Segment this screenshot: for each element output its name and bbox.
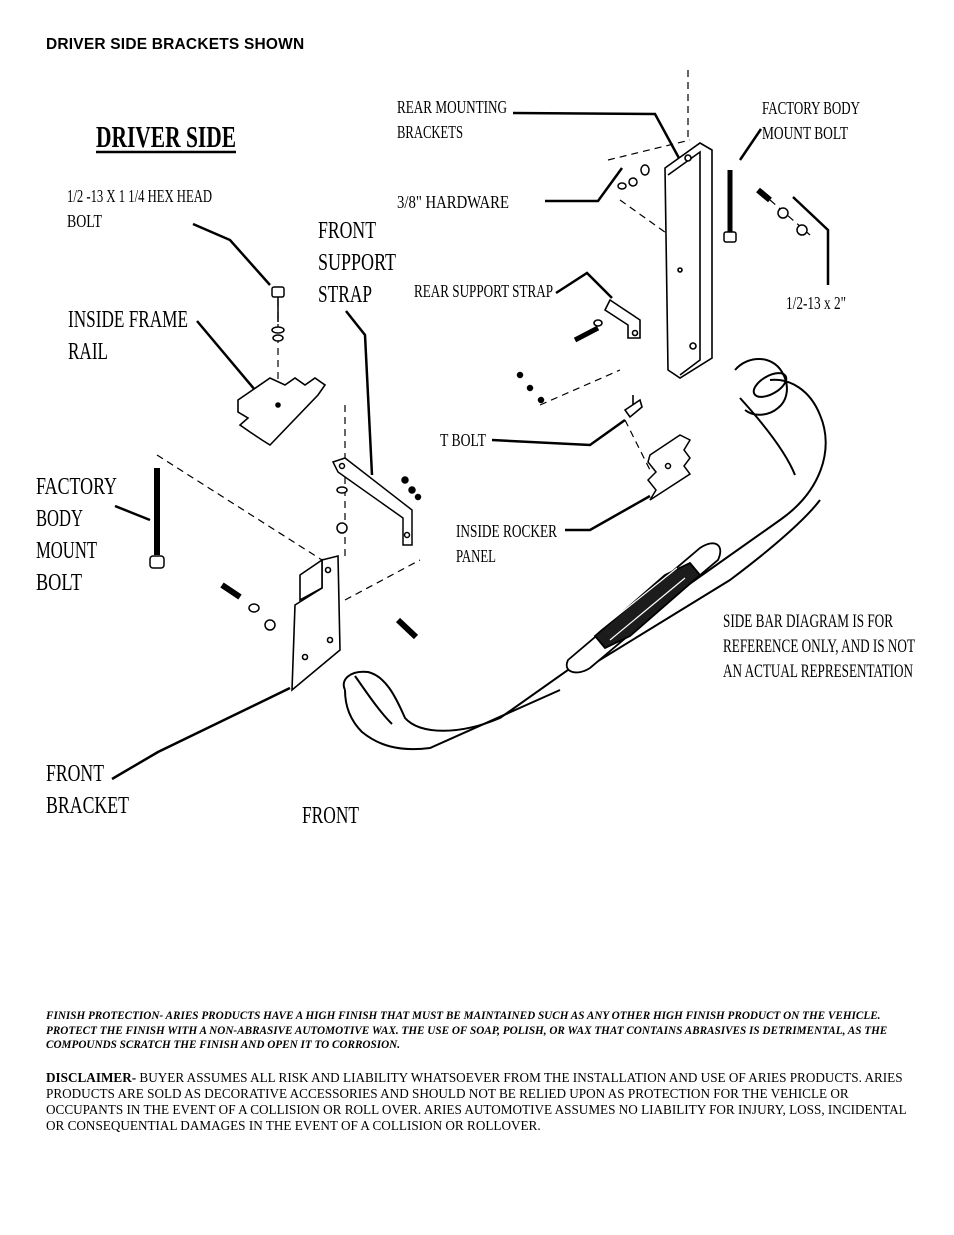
finish-protection-text: FINISH PROTECTION- ARIES PRODUCTS HAVE A… bbox=[46, 1010, 888, 1051]
label-rear-mounting-brackets-line1: REAR MOUNTING bbox=[397, 97, 507, 117]
leader-hardware bbox=[545, 167, 624, 203]
guide-right-bolt bbox=[769, 199, 811, 236]
step-pad bbox=[565, 542, 722, 674]
page-heading: DRIVER SIDE BRACKETS SHOWN bbox=[46, 36, 305, 53]
leader-hex-bolt bbox=[192, 222, 271, 286]
inside-frame-rail-part bbox=[237, 377, 327, 447]
strap-hardware bbox=[401, 476, 422, 501]
guide-front-bracket bbox=[344, 559, 421, 601]
label-factory-body-mount-bolt-line4: BOLT bbox=[36, 570, 82, 596]
note-reference-line2: REFERENCE ONLY, AND IS NOT bbox=[723, 636, 915, 657]
front-bracket-hardware bbox=[220, 582, 419, 640]
rear-hardware bbox=[617, 164, 650, 190]
t-bolt-part bbox=[623, 395, 643, 419]
guide-hardware bbox=[607, 139, 691, 161]
guide-hardware-2 bbox=[619, 199, 691, 251]
leader-rear-mounting-brackets bbox=[512, 111, 682, 161]
label-front-support-strap-line1: FRONT bbox=[318, 218, 376, 244]
rear-support-strap-part bbox=[573, 298, 641, 343]
hex-head-bolt-part bbox=[271, 286, 285, 342]
label-front-bracket-line1: FRONT bbox=[46, 761, 104, 787]
label-hex-head-bolt-line1: 1/2 -13 X 1 1/4 HEX HEAD bbox=[67, 186, 212, 206]
guide-rear-strap bbox=[539, 369, 621, 406]
label-half-13-x-2: 1/2-13 x 2" bbox=[786, 293, 846, 313]
label-inside-frame-rail-line1: INSIDE FRAME bbox=[68, 307, 188, 333]
label-front-bracket-line2: BRACKET bbox=[46, 793, 129, 819]
half-13-bolt-part bbox=[756, 187, 808, 236]
side-bar-tube bbox=[342, 358, 827, 751]
leader-half-13-x-2 bbox=[792, 196, 830, 285]
label-factory-body-mount-bolt-right-line2: MOUNT BOLT bbox=[762, 123, 848, 143]
leader-rear-support-strap bbox=[555, 271, 613, 299]
label-factory-body-mount-bolt-line3: MOUNT bbox=[36, 538, 97, 564]
leader-front-support-strap bbox=[345, 310, 374, 476]
guide-t-bolt bbox=[624, 419, 651, 471]
leader-factory-bolt-right bbox=[738, 128, 763, 161]
leader-t-bolt bbox=[491, 418, 626, 447]
label-inside-rocker-panel-line1: INSIDE ROCKER bbox=[456, 521, 557, 541]
leader-factory-bolt-left bbox=[114, 504, 151, 522]
leader-inside-frame-rail bbox=[196, 320, 256, 391]
rear-small-hardware bbox=[516, 371, 545, 404]
leader-inside-rocker-panel bbox=[565, 494, 651, 532]
label-front: FRONT bbox=[302, 803, 359, 829]
factory-body-mount-bolt-left bbox=[149, 468, 165, 569]
diagram-title: DRIVER SIDE bbox=[96, 119, 236, 154]
label-rear-support-strap: REAR SUPPORT STRAP bbox=[414, 281, 553, 301]
disclaimer-text: BUYER ASSUMES ALL RISK AND LIABILITY WHA… bbox=[46, 1070, 907, 1133]
inside-rocker-panel-part bbox=[646, 434, 692, 501]
front-support-strap-part bbox=[331, 457, 413, 546]
label-rear-mounting-brackets-line2: BRACKETS bbox=[397, 122, 463, 142]
label-hex-head-bolt-line2: BOLT bbox=[67, 211, 102, 231]
leader-front-bracket bbox=[111, 686, 291, 781]
label-factory-body-mount-bolt-line1: FACTORY bbox=[36, 474, 117, 500]
disclaimer-label: DISCLAIMER- bbox=[46, 1070, 137, 1085]
label-three-eighths-hardware: 3/8" HARDWARE bbox=[397, 192, 509, 212]
label-inside-rocker-panel-line2: PANEL bbox=[456, 546, 496, 566]
label-front-support-strap-line2: SUPPORT bbox=[318, 250, 396, 276]
rear-mounting-bracket-part bbox=[664, 142, 713, 379]
label-factory-body-mount-bolt-line2: BODY bbox=[36, 506, 83, 532]
label-t-bolt: T BOLT bbox=[440, 430, 486, 450]
factory-body-mount-bolt-right bbox=[723, 170, 737, 243]
guide-factory-bolt bbox=[156, 454, 323, 561]
front-bracket-part bbox=[291, 554, 341, 692]
label-inside-frame-rail-line2: RAIL bbox=[68, 339, 108, 365]
label-factory-body-mount-bolt-right-line1: FACTORY BODY bbox=[762, 98, 860, 118]
disclaimer-block: DISCLAIMER- BUYER ASSUMES ALL RISK AND L… bbox=[46, 1070, 916, 1134]
label-front-support-strap-line3: STRAP bbox=[318, 282, 372, 308]
note-reference-line1: SIDE BAR DIAGRAM IS FOR bbox=[723, 611, 893, 632]
note-reference-line3: AN ACTUAL REPRESENTATION bbox=[723, 661, 913, 682]
